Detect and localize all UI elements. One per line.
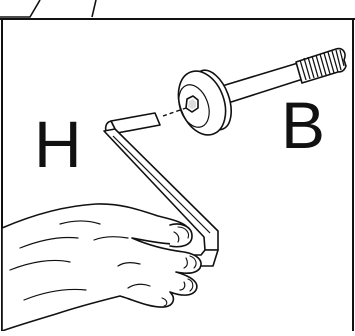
hex-key-label: H bbox=[34, 111, 82, 177]
hand-illustration bbox=[2, 204, 201, 331]
top-tab bbox=[0, 0, 96, 17]
bolt-label: B bbox=[281, 92, 325, 158]
